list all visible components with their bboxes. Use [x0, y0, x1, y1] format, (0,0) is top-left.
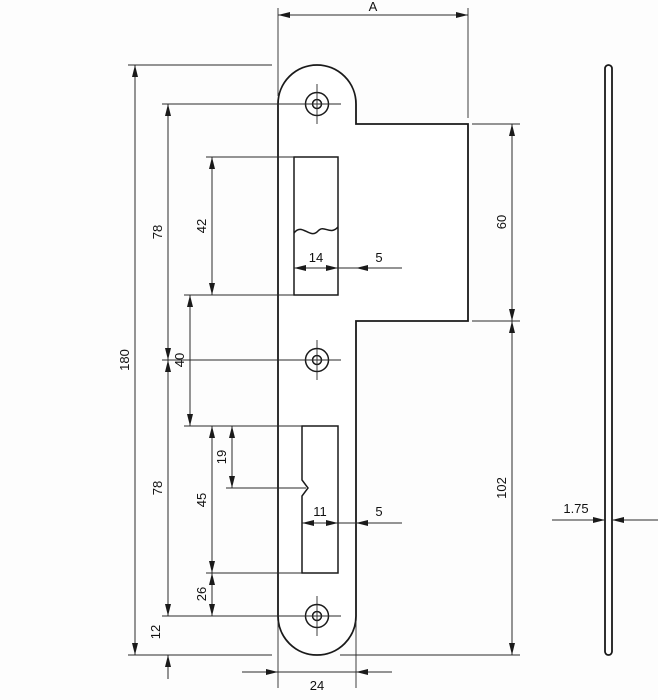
dimension-lower-cutout-width: 11 5 [302, 504, 402, 526]
dimension-plate-width-bottom: 24 [242, 669, 392, 693]
dim-label-lower-cutout-height: 45 [194, 493, 209, 507]
dim-label-plate-thickness: 1.75 [563, 501, 588, 516]
break-wave [293, 226, 339, 235]
dim-label-upper-cutout-width: 14 [309, 250, 323, 265]
dimension-cutout-to-bottom-hole: 26 [194, 573, 215, 616]
dim-label-lower-cutout-width: 11 [313, 504, 327, 519]
dim-label-upper-cutout-height: 42 [194, 219, 209, 233]
dim-label-cutout-to-bottom-hole: 26 [194, 587, 209, 601]
dim-label-width-a: A [369, 0, 378, 14]
dimension-cutout-gap: 40 [172, 295, 193, 426]
dim-label-bottom-edge-offset: 12 [148, 625, 163, 639]
dimension-lower-hole-spacing: 78 [150, 360, 171, 616]
dim-label-lower-cutout-edge-gap: 5 [375, 504, 382, 519]
dimension-lower-section-height: 102 [494, 321, 515, 655]
side-view-plate [604, 64, 613, 656]
dimension-plate-width-top: A [278, 0, 468, 18]
dimension-total-height: 180 [117, 65, 138, 655]
dim-label-upper-hole-spacing: 78 [150, 225, 165, 239]
extension-lines [128, 8, 520, 688]
dim-label-lower-section-height: 102 [494, 477, 509, 499]
plate-outline [277, 64, 469, 656]
dimension-tab-height: 60 [494, 124, 515, 321]
dim-label-notch-offset: 19 [214, 450, 229, 464]
dim-label-tab-height: 60 [494, 215, 509, 229]
dim-label-plate-width-bottom: 24 [310, 678, 324, 693]
dimension-notch-offset: 19 [214, 426, 235, 488]
dimension-plate-thickness: 1.75 [552, 501, 658, 523]
deadbolt-cutout [301, 425, 339, 574]
dimension-upper-cutout-height: 42 [194, 157, 215, 295]
dimension-lower-cutout-height: 45 [194, 426, 215, 573]
dim-label-cutout-gap: 40 [172, 353, 187, 367]
dim-label-upper-cutout-edge-gap: 5 [375, 250, 382, 265]
dim-label-lower-hole-spacing: 78 [150, 481, 165, 495]
dim-label-total-height: 180 [117, 349, 132, 371]
dimension-bottom-edge-offset: 12 [148, 625, 171, 679]
dimension-upper-hole-spacing: 78 [150, 104, 171, 360]
dimension-upper-cutout-width: 14 5 [294, 250, 402, 271]
latch-cutout [293, 156, 339, 296]
